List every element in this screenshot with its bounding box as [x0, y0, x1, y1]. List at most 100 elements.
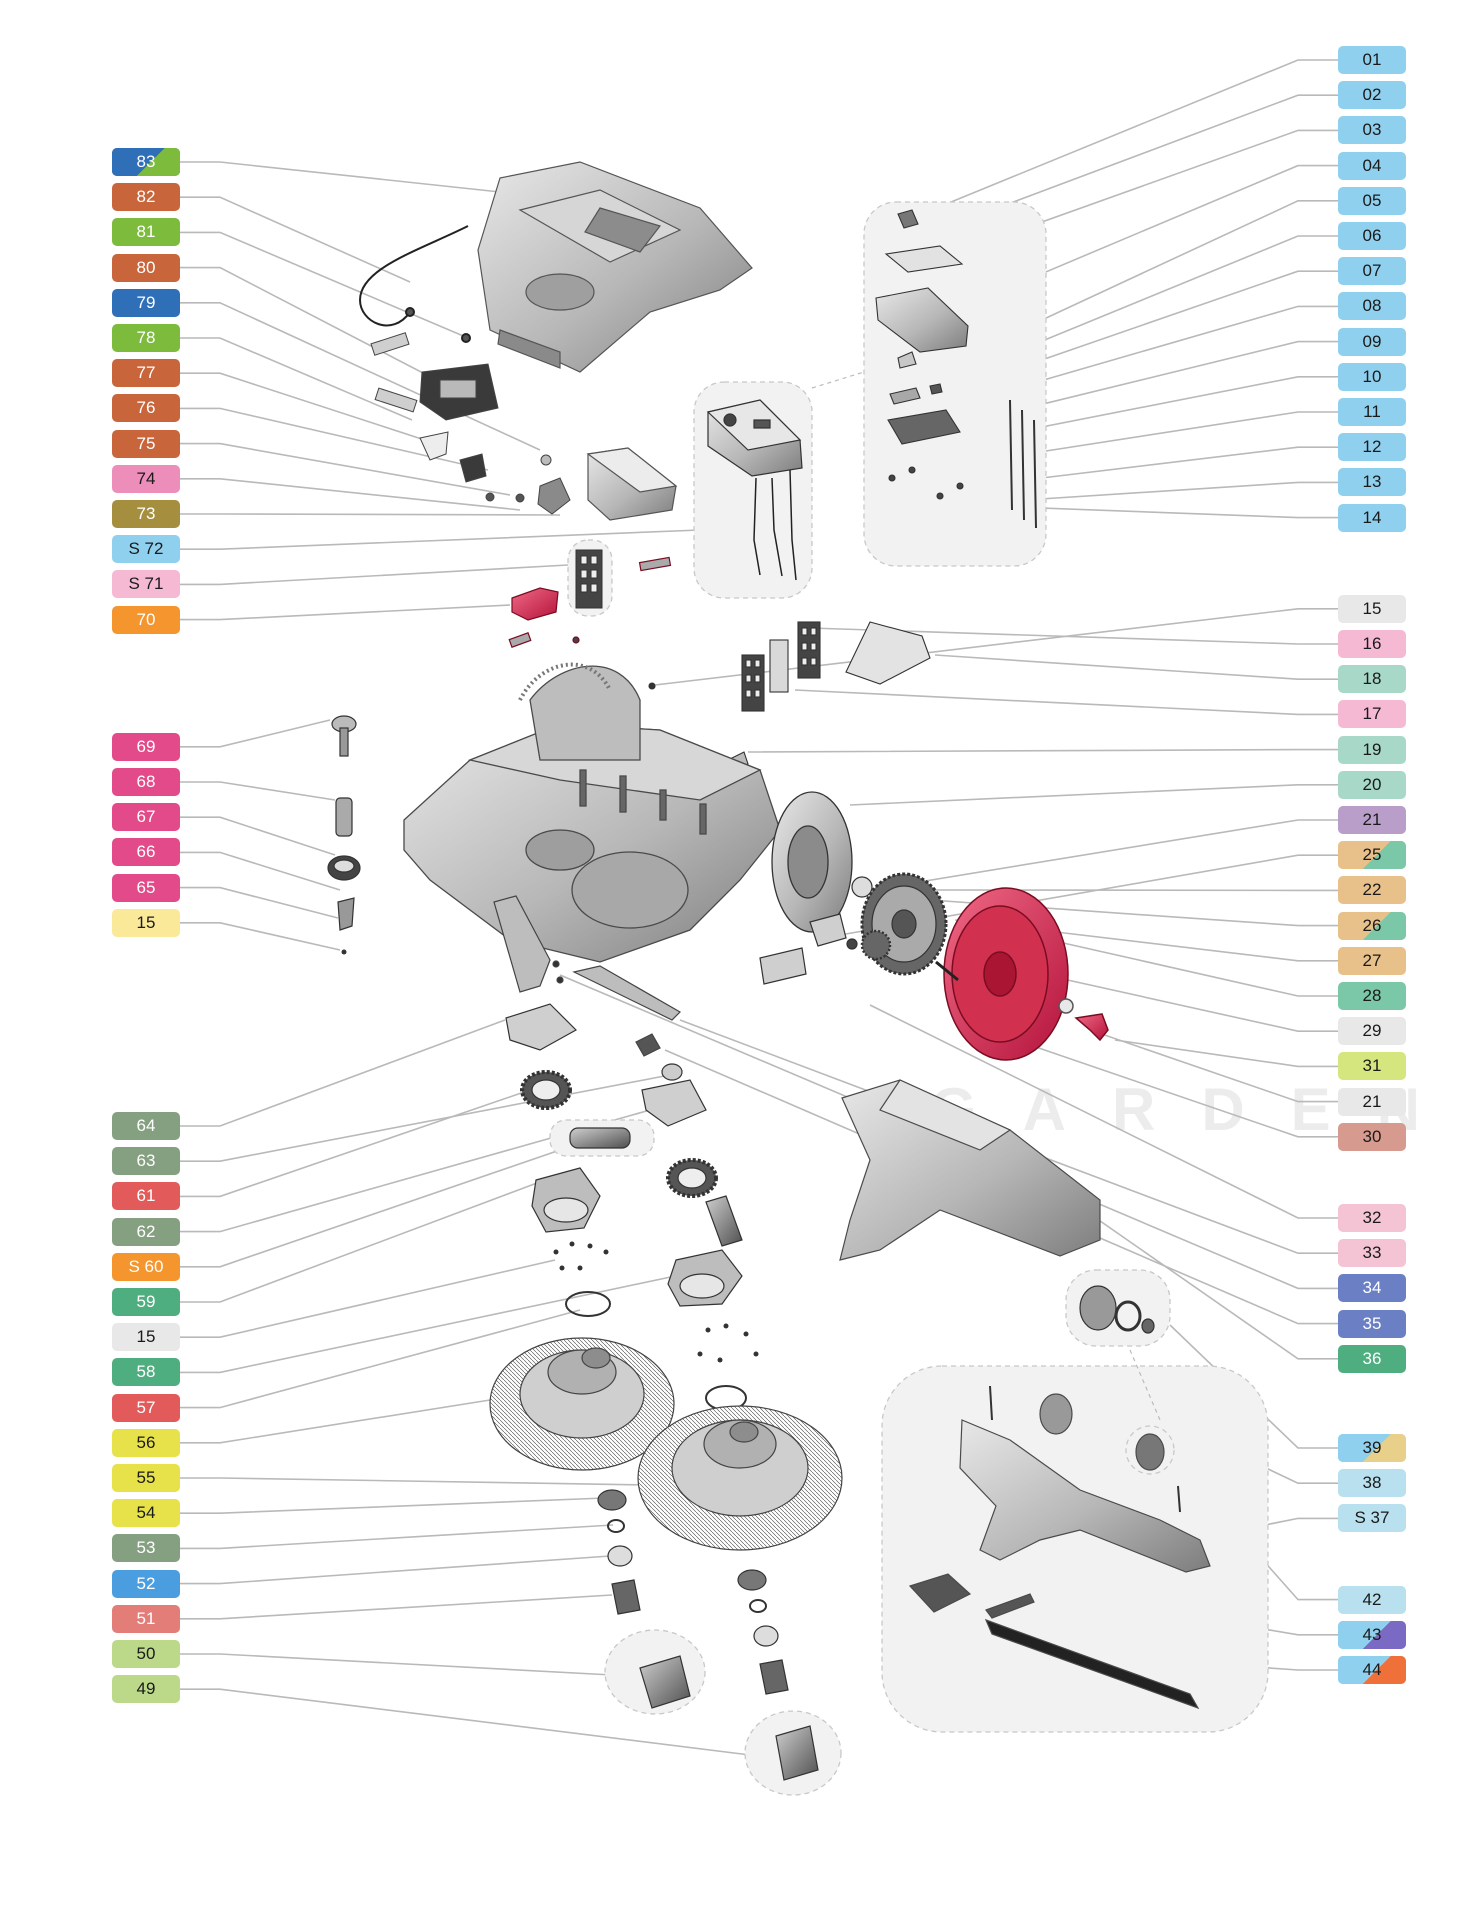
callout-70[interactable]: 70 [112, 605, 180, 634]
callout-65[interactable]: 65 [112, 873, 180, 902]
callout-33[interactable]: 33 [1338, 1239, 1406, 1268]
callout-55[interactable]: 55 [112, 1464, 180, 1492]
callout-58[interactable]: 58 [112, 1358, 180, 1387]
callout-label: 78 [136, 328, 156, 347]
callout-06[interactable]: 06 [1338, 222, 1406, 250]
callout-S71[interactable]: S 71 [112, 570, 180, 599]
callout-28[interactable]: 28 [1338, 982, 1406, 1010]
callout-26[interactable]: 26 [1338, 911, 1406, 940]
callout-label: 36 [1362, 1348, 1382, 1368]
leader-line-61 [180, 1089, 531, 1198]
callout-76[interactable]: 76 [112, 394, 180, 423]
callout-05[interactable]: 05 [1338, 186, 1406, 215]
callout-10[interactable]: 10 [1338, 362, 1406, 391]
callout-27[interactable]: 27 [1338, 946, 1406, 975]
callout-S60[interactable]: S 60 [112, 1252, 180, 1281]
callout-25[interactable]: 25 [1338, 841, 1406, 870]
callout-56[interactable]: 56 [112, 1428, 180, 1457]
callout-62[interactable]: 62 [112, 1217, 180, 1246]
callout-label: 54 [136, 1503, 156, 1523]
callout-75[interactable]: 75 [112, 429, 180, 458]
callout-81[interactable]: 81 [112, 218, 180, 247]
callout-42[interactable]: 42 [1338, 1585, 1406, 1614]
callout-20[interactable]: 20 [1338, 770, 1406, 799]
callout-15b[interactable]: 15 [112, 1323, 180, 1352]
callout-51[interactable]: 51 [112, 1604, 180, 1633]
leader-line-15a [180, 921, 341, 951]
callout-44[interactable]: 44 [1338, 1656, 1406, 1684]
callout-17[interactable]: 17 [1338, 700, 1406, 729]
callout-31[interactable]: 31 [1338, 1052, 1406, 1081]
callout-21b[interactable]: 21 [1338, 1087, 1406, 1116]
callout-label: 35 [1362, 1313, 1382, 1333]
leader-line-19 [747, 748, 1338, 753]
callout-label: 80 [136, 257, 156, 277]
callout-52[interactable]: 52 [112, 1569, 180, 1598]
callout-74[interactable]: 74 [112, 464, 180, 493]
callout-63[interactable]: 63 [112, 1147, 180, 1176]
callout-S37[interactable]: S 37 [1338, 1504, 1406, 1533]
callout-03[interactable]: 03 [1338, 116, 1406, 145]
callout-15a[interactable]: 15 [112, 908, 180, 937]
callout-label: 38 [1362, 1473, 1382, 1493]
callout-19[interactable]: 19 [1338, 735, 1406, 764]
callout-35[interactable]: 35 [1338, 1309, 1406, 1338]
callout-80[interactable]: 80 [112, 253, 180, 282]
callout-69[interactable]: 69 [112, 732, 180, 761]
callout-67[interactable]: 67 [112, 803, 180, 832]
leader-line-18 [934, 654, 1338, 681]
callout-08[interactable]: 08 [1338, 292, 1406, 321]
callout-36[interactable]: 36 [1338, 1344, 1406, 1373]
callout-09[interactable]: 09 [1338, 327, 1406, 356]
callout-label: 51 [136, 1608, 156, 1628]
callout-77[interactable]: 77 [112, 359, 180, 388]
callout-18[interactable]: 18 [1338, 665, 1406, 694]
callout-16[interactable]: 16 [1338, 630, 1406, 658]
callout-54[interactable]: 54 [112, 1499, 180, 1528]
callout-78[interactable]: 78 [112, 324, 180, 352]
callout-57[interactable]: 57 [112, 1393, 180, 1422]
leader-line-11 [1019, 411, 1338, 456]
leader-line-58 [180, 1274, 681, 1374]
callout-38[interactable]: 38 [1338, 1469, 1406, 1498]
leader-line-32 [869, 1004, 1338, 1219]
callout-label: 32 [1362, 1208, 1382, 1227]
callout-label: 49 [136, 1679, 156, 1699]
drive-wheel-left [771, 791, 853, 933]
callout-02[interactable]: 02 [1338, 81, 1406, 110]
callout-15[interactable]: 15 [1338, 594, 1406, 623]
callout-53[interactable]: 53 [112, 1534, 180, 1563]
callout-04[interactable]: 04 [1338, 151, 1406, 180]
callout-39[interactable]: 39 [1338, 1434, 1406, 1462]
callout-32[interactable]: 32 [1338, 1204, 1406, 1232]
screws [341, 949, 759, 1363]
callout-50[interactable]: 50 [112, 1640, 180, 1668]
callout-13[interactable]: 13 [1338, 468, 1406, 497]
callout-49[interactable]: 49 [112, 1675, 180, 1704]
callout-82[interactable]: 82 [112, 183, 180, 212]
leader-line-65 [180, 886, 339, 919]
callout-59[interactable]: 59 [112, 1288, 180, 1316]
callout-30[interactable]: 30 [1338, 1122, 1406, 1151]
callout-34[interactable]: 34 [1338, 1274, 1406, 1303]
callout-79[interactable]: 79 [112, 288, 180, 317]
callout-label: 56 [136, 1432, 156, 1452]
callout-29[interactable]: 29 [1338, 1017, 1406, 1046]
callout-21a[interactable]: 21 [1338, 806, 1406, 834]
callout-43[interactable]: 43 [1338, 1620, 1406, 1649]
callout-S72[interactable]: S 72 [112, 535, 180, 564]
callout-64[interactable]: 64 [112, 1112, 180, 1140]
callout-66[interactable]: 66 [112, 838, 180, 867]
callout-83[interactable]: 83 [112, 148, 180, 176]
callout-11[interactable]: 11 [1338, 398, 1406, 426]
callout-07[interactable]: 07 [1338, 257, 1406, 286]
callout-14[interactable]: 14 [1338, 503, 1406, 532]
leader-line-69 [180, 719, 331, 748]
callout-73[interactable]: 73 [112, 500, 180, 528]
callout-01[interactable]: 01 [1338, 46, 1406, 74]
callout-22[interactable]: 22 [1338, 876, 1406, 905]
callout-68[interactable]: 68 [112, 768, 180, 796]
callout-label: 15 [136, 912, 156, 932]
callout-12[interactable]: 12 [1338, 433, 1406, 462]
callout-61[interactable]: 61 [112, 1182, 180, 1211]
